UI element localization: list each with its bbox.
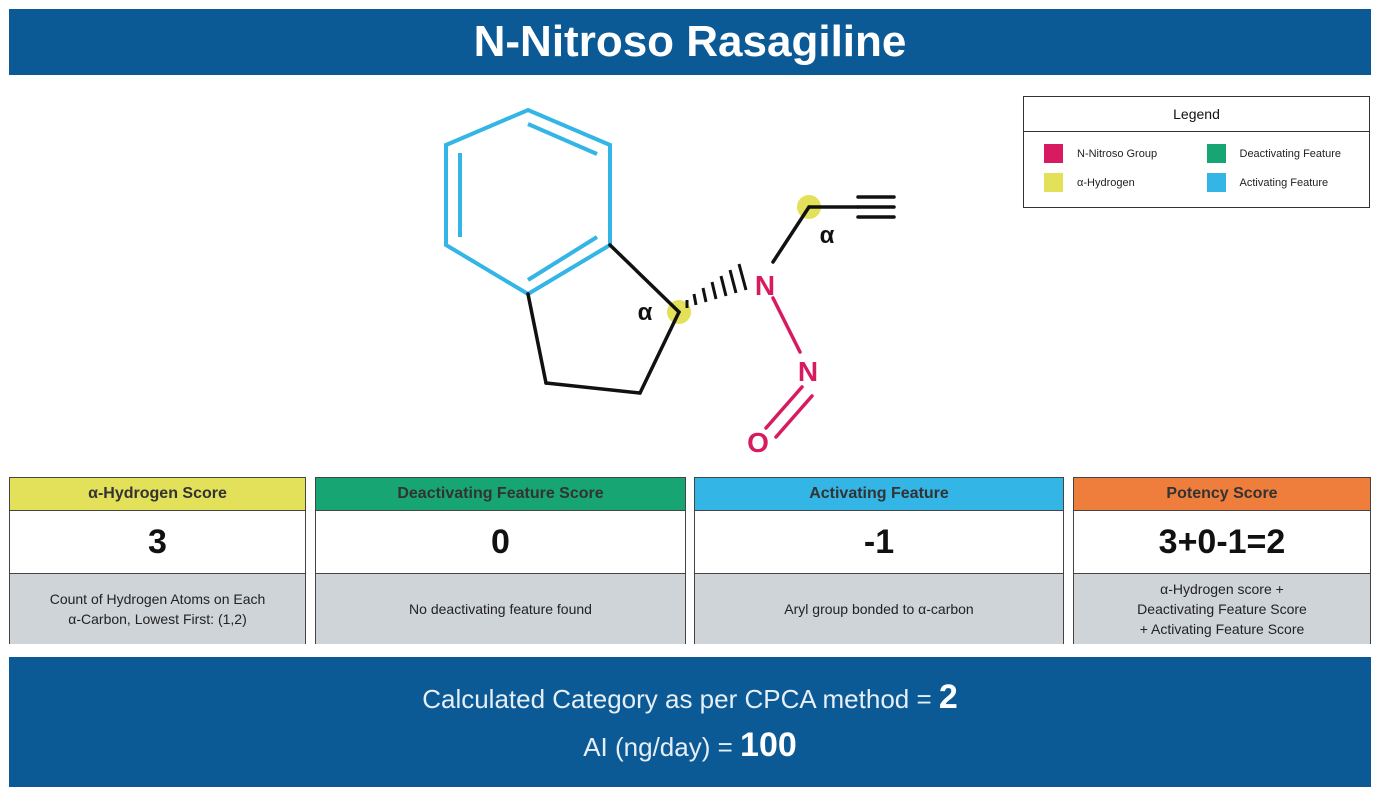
card-description-line: Aryl group bonded to α-carbon (784, 601, 974, 617)
hashed-wedge-bond (685, 263, 748, 308)
atom-n2-label: N (798, 356, 818, 387)
card-description: Count of Hydrogen Atoms on Each α-Carbon… (10, 574, 305, 644)
card-description-line: α-Carbon, Lowest First: (1,2) (68, 611, 247, 627)
legend-item-deactivating: Deactivating Feature (1206, 144, 1370, 163)
potency-score-card: Potency Score 3+0-1=2 α-Hydrogen score +… (1073, 477, 1371, 644)
card-heading: Activating Feature (695, 478, 1063, 511)
card-description-line: No deactivating feature found (409, 601, 592, 617)
benzene-ring (444, 107, 612, 297)
alpha-hydrogen-score-card: α-Hydrogen Score 3 Count of Hydrogen Ato… (9, 477, 306, 644)
card-description-line: + Activating Feature Score (1139, 621, 1305, 637)
molecule-structure: N N O α α (444, 107, 896, 458)
card-value: 3+0-1=2 (1074, 511, 1370, 574)
legend-item-alpha-hydrogen: α-Hydrogen (1044, 173, 1207, 192)
result-banner: Calculated Category as per CPCA method =… (9, 657, 1371, 787)
legend-label: Activating Feature (1239, 176, 1329, 189)
legend-label: N-Nitroso Group (1077, 147, 1158, 160)
category-line: Calculated Category as per CPCA method =… (422, 674, 958, 722)
ai-label: AI (ng/day) = (583, 732, 733, 762)
card-description-line: α-Hydrogen score + (1160, 581, 1284, 597)
legend-box: Legend N-Nitroso Group Deactivating Feat… (1023, 96, 1370, 208)
category-value: 2 (938, 678, 958, 716)
card-description: Aryl group bonded to α-carbon (695, 574, 1063, 644)
card-description: α-Hydrogen score + Deactivating Feature … (1074, 574, 1370, 644)
legend-item-n-nitroso: N-Nitroso Group (1044, 144, 1207, 163)
title-banner: N-Nitroso Rasagiline (9, 9, 1371, 75)
card-value: 3 (10, 511, 305, 574)
card-value: 0 (316, 511, 685, 574)
category-label: Calculated Category as per CPCA method = (422, 684, 932, 714)
legend-label: Deactivating Feature (1239, 147, 1342, 160)
card-description-line: Count of Hydrogen Atoms on Each (49, 591, 266, 607)
card-description-line: Deactivating Feature Score (1137, 601, 1307, 617)
legend-title: Legend (1024, 97, 1369, 132)
card-heading: Potency Score (1074, 478, 1370, 511)
card-heading: Deactivating Feature Score (316, 478, 685, 511)
legend-swatch-activating (1206, 173, 1226, 192)
card-description: No deactivating feature found (316, 574, 685, 644)
legend-swatch-n-nitroso (1044, 144, 1063, 163)
activating-feature-card: Activating Feature -1 Aryl group bonded … (694, 477, 1064, 644)
legend-label: α-Hydrogen (1077, 176, 1135, 189)
page-title: N-Nitroso Rasagiline (473, 17, 907, 66)
ai-line: AI (ng/day) = 100 (583, 722, 797, 770)
alpha-label-chain: α (820, 222, 835, 249)
legend-swatch-alpha-hydrogen (1044, 173, 1063, 192)
atom-n1-label: N (755, 270, 775, 301)
cyclopentane-ring (526, 243, 681, 395)
deactivating-feature-score-card: Deactivating Feature Score 0 No deactiva… (315, 477, 686, 644)
legend-swatch-deactivating (1206, 144, 1226, 163)
card-value: -1 (695, 511, 1063, 574)
legend-item-activating: Activating Feature (1206, 173, 1370, 192)
legend-grid: N-Nitroso Group Deactivating Feature α-H… (1024, 132, 1369, 192)
n-nitroso-bonds (764, 296, 814, 439)
alpha-label-ring: α (638, 299, 653, 326)
ai-value: 100 (740, 726, 797, 764)
atom-o-label: O (747, 427, 769, 458)
card-heading: α-Hydrogen Score (10, 478, 305, 511)
propargyl-chain (771, 195, 896, 264)
